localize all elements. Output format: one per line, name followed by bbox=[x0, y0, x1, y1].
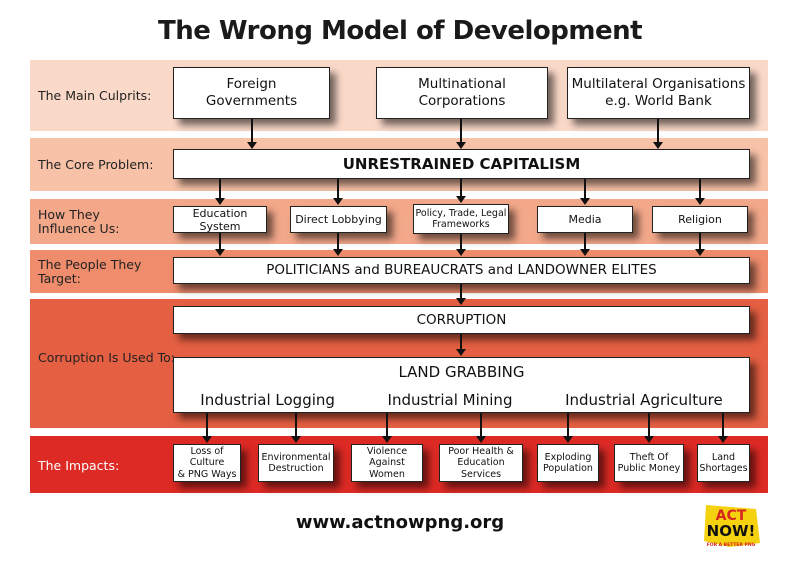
land-grabbing-items: Industrial Logging Industrial Mining Ind… bbox=[174, 391, 749, 409]
culprit-line2: Governments bbox=[205, 93, 298, 109]
culprit-line2: Corporations bbox=[418, 93, 506, 109]
culprit-line1: Multinational bbox=[418, 76, 506, 92]
culprit-line1: Foreign bbox=[226, 76, 277, 92]
row-label-target-line2: Target: bbox=[38, 271, 81, 286]
influence-media: Media bbox=[537, 206, 633, 233]
impact-line2: Population bbox=[543, 463, 593, 474]
influence-label: Media bbox=[568, 213, 602, 226]
website-url: www.actnowpng.org bbox=[295, 512, 505, 533]
row-label-corruption: Corruption Is Used To: bbox=[38, 350, 176, 365]
influence-label-line2: Frameworks bbox=[432, 219, 490, 230]
logo-line1: ACT bbox=[716, 508, 747, 524]
influence-label: Religion bbox=[678, 213, 722, 226]
row-label-core-problem: The Core Problem: bbox=[38, 157, 154, 172]
impact-line2: Public Money bbox=[617, 463, 681, 474]
land-grabbing-box: LAND GRABBING Industrial Logging Industr… bbox=[173, 357, 750, 413]
target-box: POLITICIANS and BUREAUCRATS and LANDOWNE… bbox=[173, 257, 750, 284]
impact-poor-health-education: Poor Health &Education Services bbox=[439, 444, 523, 482]
influence-education-system: Education System bbox=[173, 206, 267, 233]
row-label-influence: How They Influence Us: bbox=[38, 208, 119, 236]
row-label-influence-line2: Influence Us: bbox=[38, 221, 120, 236]
influence-direct-lobbying: Direct Lobbying bbox=[290, 206, 387, 233]
impact-line2: Shortages bbox=[699, 463, 748, 474]
culprit-line1: Multilateral Organisations bbox=[571, 76, 746, 92]
impact-line2: Against Women bbox=[369, 457, 405, 480]
corruption-box: CORRUPTION bbox=[173, 306, 750, 334]
land-grabbing-item: Industrial Mining bbox=[387, 391, 513, 409]
influence-religion: Religion bbox=[652, 206, 748, 233]
row-label-impacts: The Impacts: bbox=[38, 458, 120, 473]
impact-line1: Violence bbox=[366, 445, 408, 457]
act-now-logo: ACT NOW! FOR A BETTER PNG bbox=[704, 505, 760, 548]
land-grabbing-item: Industrial Agriculture bbox=[565, 391, 723, 409]
culprit-line2: e.g. World Bank bbox=[605, 93, 712, 109]
impact-line1: Land bbox=[711, 451, 736, 463]
row-label-culprits: The Main Culprits: bbox=[38, 88, 152, 103]
row-label-target: The People They Target: bbox=[38, 258, 141, 286]
impact-line2: & PNG Ways bbox=[177, 468, 237, 480]
band-influence bbox=[30, 199, 768, 244]
influence-label: Direct Lobbying bbox=[295, 213, 382, 226]
logo-tagline: FOR A BETTER PNG bbox=[707, 542, 756, 548]
impact-line1: Exploding bbox=[544, 451, 592, 463]
logo-line2: NOW! bbox=[707, 522, 756, 540]
land-grabbing-item: Industrial Logging bbox=[200, 391, 335, 409]
impact-line1: Theft Of bbox=[629, 451, 669, 463]
influence-label-line1: Policy, Trade, Legal bbox=[415, 207, 507, 219]
impact-loss-of-culture: Loss of Culture& PNG Ways bbox=[173, 444, 241, 482]
page-title: The Wrong Model of Development bbox=[157, 16, 643, 46]
land-grabbing-title: LAND GRABBING bbox=[398, 363, 525, 381]
impact-line1: Loss of Culture bbox=[189, 445, 225, 469]
impact-line2: Education Services bbox=[457, 457, 505, 480]
core-problem-box: UNRESTRAINED CAPITALISM bbox=[173, 149, 750, 179]
logo-burst bbox=[704, 505, 760, 547]
row-label-target-line1: The People They bbox=[38, 257, 142, 272]
impact-line1: Poor Health & bbox=[448, 445, 514, 457]
impact-line2: Destruction bbox=[268, 463, 324, 474]
row-label-influence-line1: How They bbox=[38, 207, 100, 222]
influence-label: Education System bbox=[192, 206, 248, 233]
impact-line1: Environmental bbox=[261, 451, 331, 463]
